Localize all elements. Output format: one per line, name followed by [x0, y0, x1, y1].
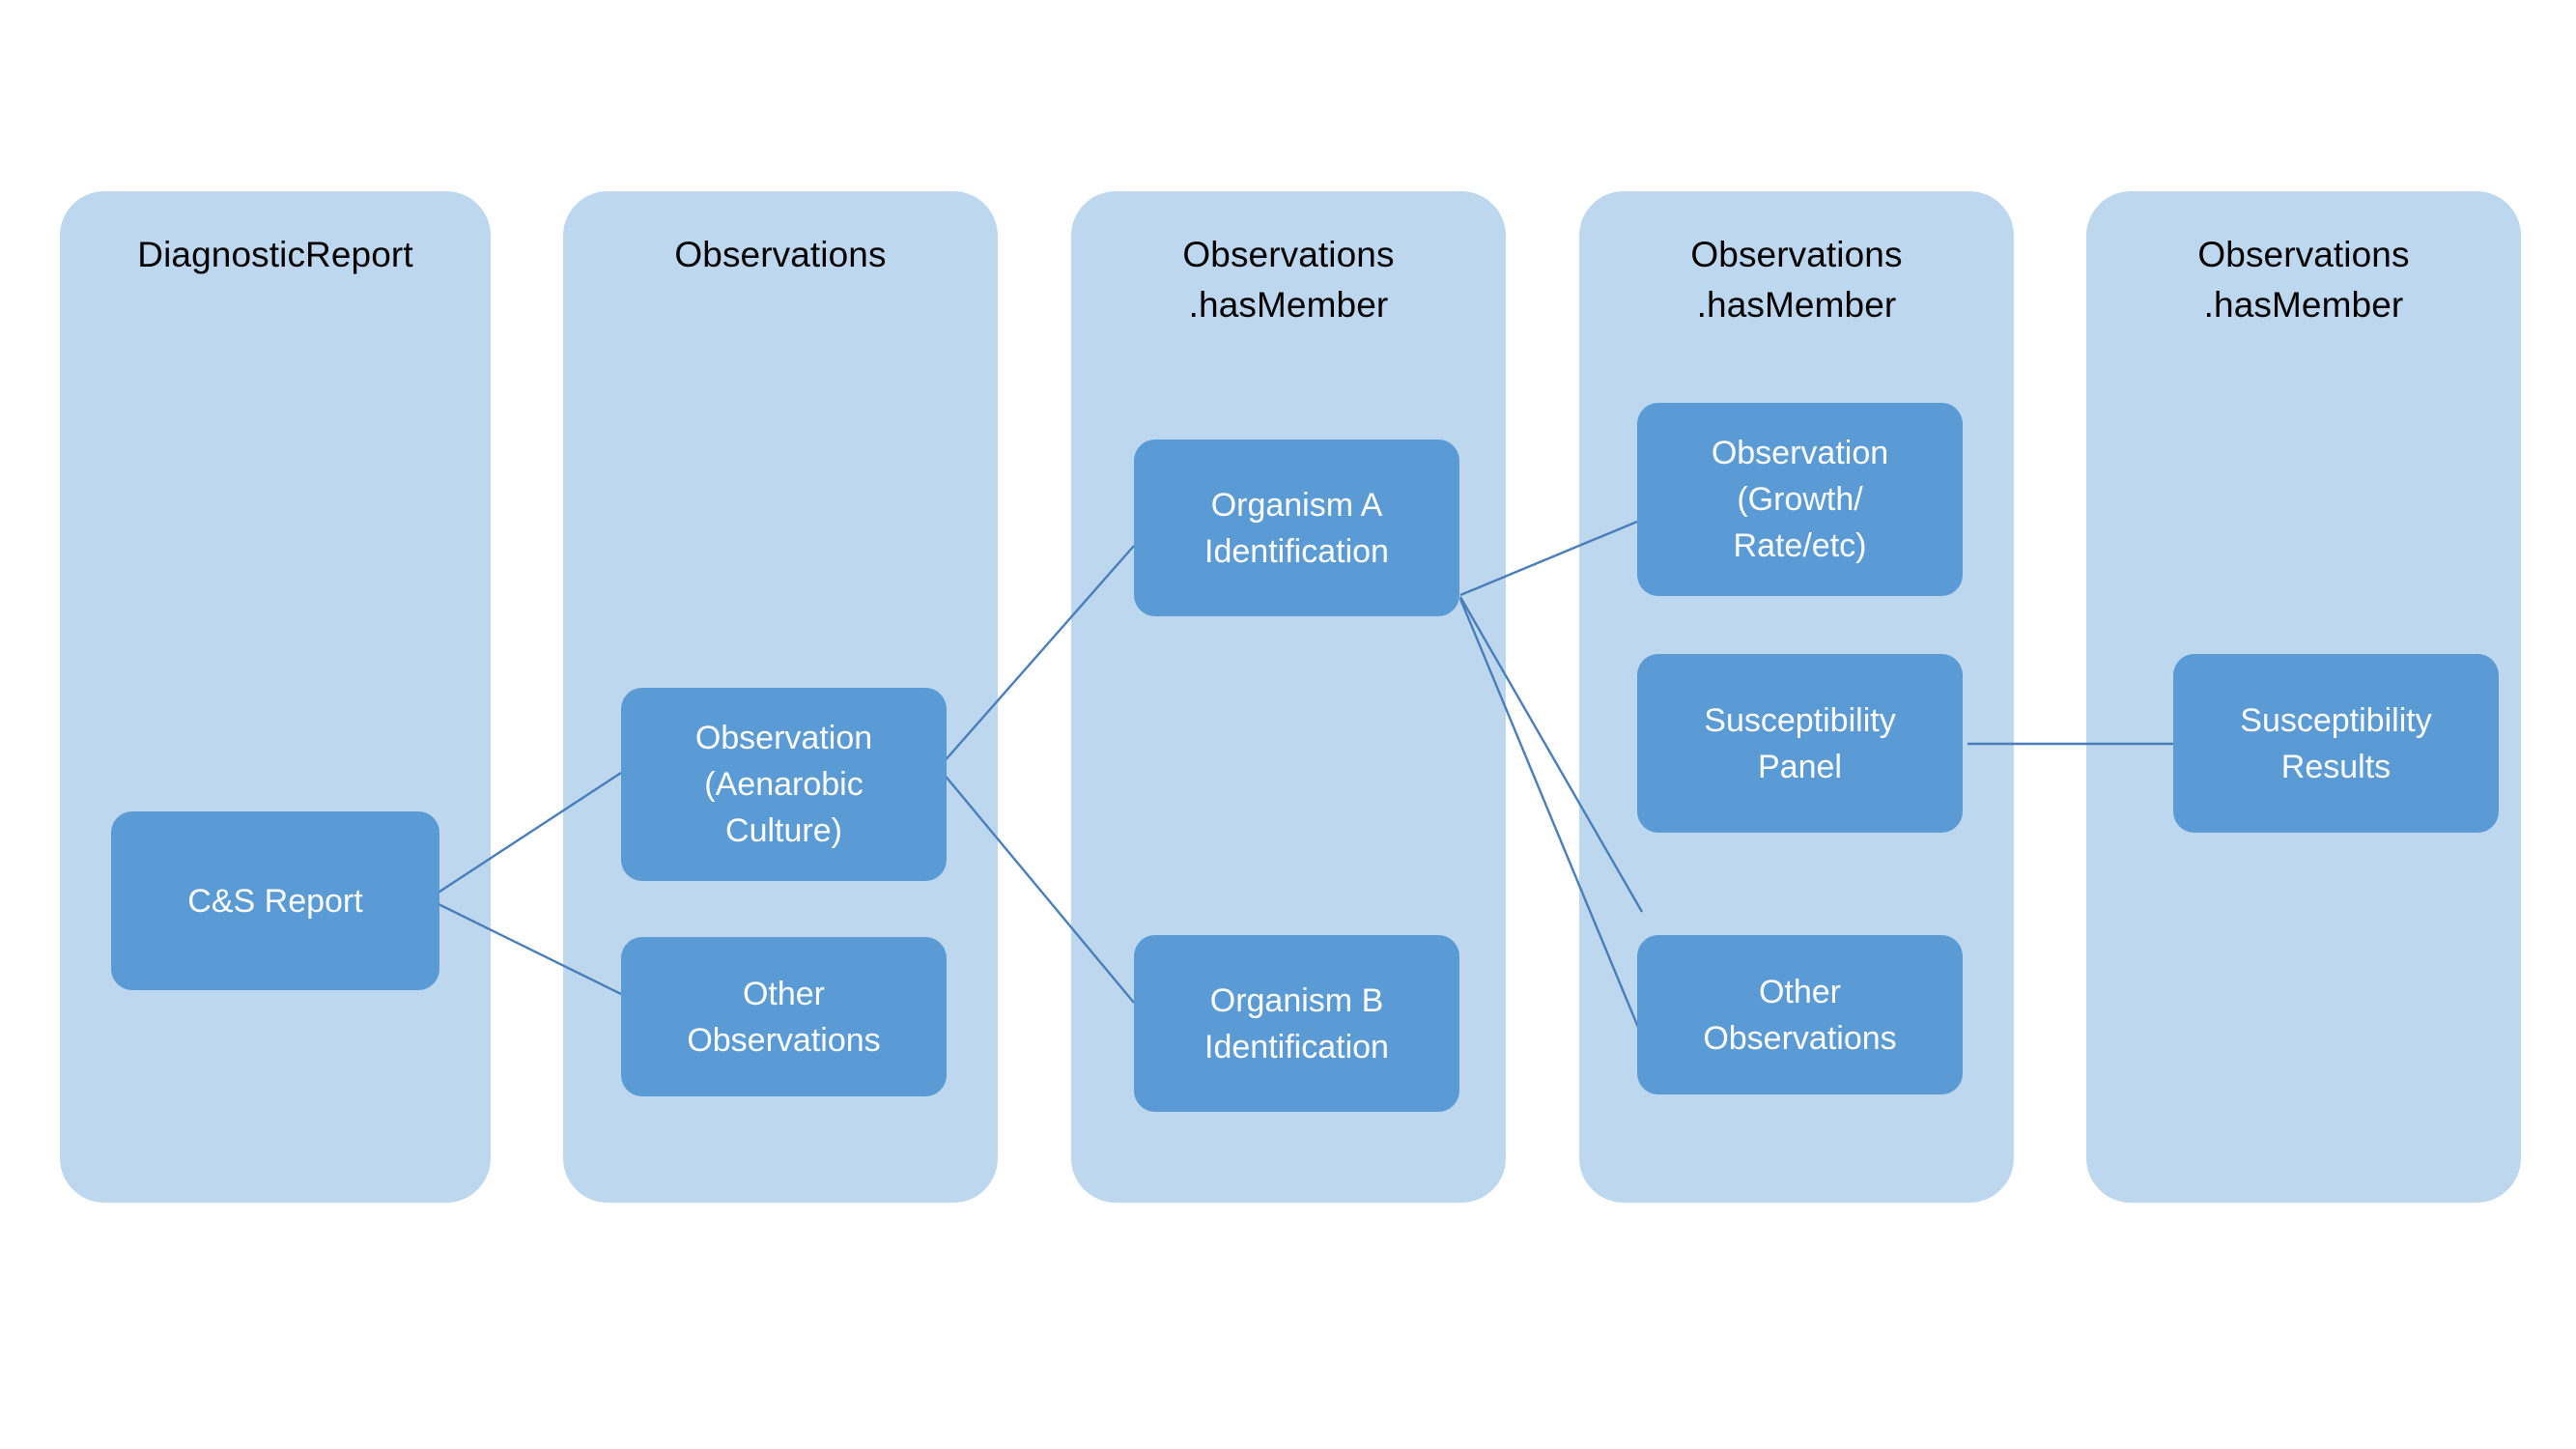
- node-organism-a[interactable]: Organism A Identification: [1134, 440, 1459, 616]
- node-organism-b-label: Organism B Identification: [1204, 981, 1389, 1065]
- node-organism-a-label: Organism A Identification: [1204, 486, 1389, 570]
- node-other-observations-col4-label: Other Observations: [1703, 973, 1897, 1057]
- node-other-observations-col4[interactable]: Other Observations: [1637, 935, 1963, 1094]
- node-susceptibility-panel[interactable]: Susceptibility Panel: [1637, 654, 1963, 833]
- lane-title-hasmember-1: Observations .hasMember: [1182, 235, 1395, 325]
- node-cs-report[interactable]: C&S Report: [111, 811, 439, 990]
- lane-title-diagnosticreport: DiagnosticReport: [137, 235, 413, 274]
- lane-title-hasmember-3: Observations .hasMember: [2197, 235, 2410, 325]
- node-susceptibility-panel-label: Susceptibility Panel: [1704, 701, 1896, 785]
- node-organism-b[interactable]: Organism B Identification: [1134, 935, 1459, 1112]
- node-other-observations-col2-label: Other Observations: [687, 975, 881, 1059]
- lane-diagnosticreport[interactable]: DiagnosticReport: [60, 191, 491, 1203]
- node-observation-growth[interactable]: Observation (Growth/ Rate/etc): [1637, 403, 1963, 596]
- node-other-observations-col2[interactable]: Other Observations: [621, 937, 947, 1096]
- node-observation-aenarobic[interactable]: Observation (Aenarobic Culture): [621, 688, 947, 881]
- node-observation-growth-label: Observation (Growth/ Rate/etc): [1711, 435, 1889, 564]
- lane-title-hasmember-2: Observations .hasMember: [1690, 235, 1903, 325]
- node-susceptibility-results[interactable]: Susceptibility Results: [2173, 654, 2499, 833]
- node-susceptibility-results-label: Susceptibility Results: [2240, 701, 2432, 785]
- node-observation-aenarobic-label: Observation (Aenarobic Culture): [694, 720, 873, 849]
- node-cs-report-label: C&S Report: [187, 882, 363, 920]
- lane-title-observations: Observations: [674, 235, 887, 274]
